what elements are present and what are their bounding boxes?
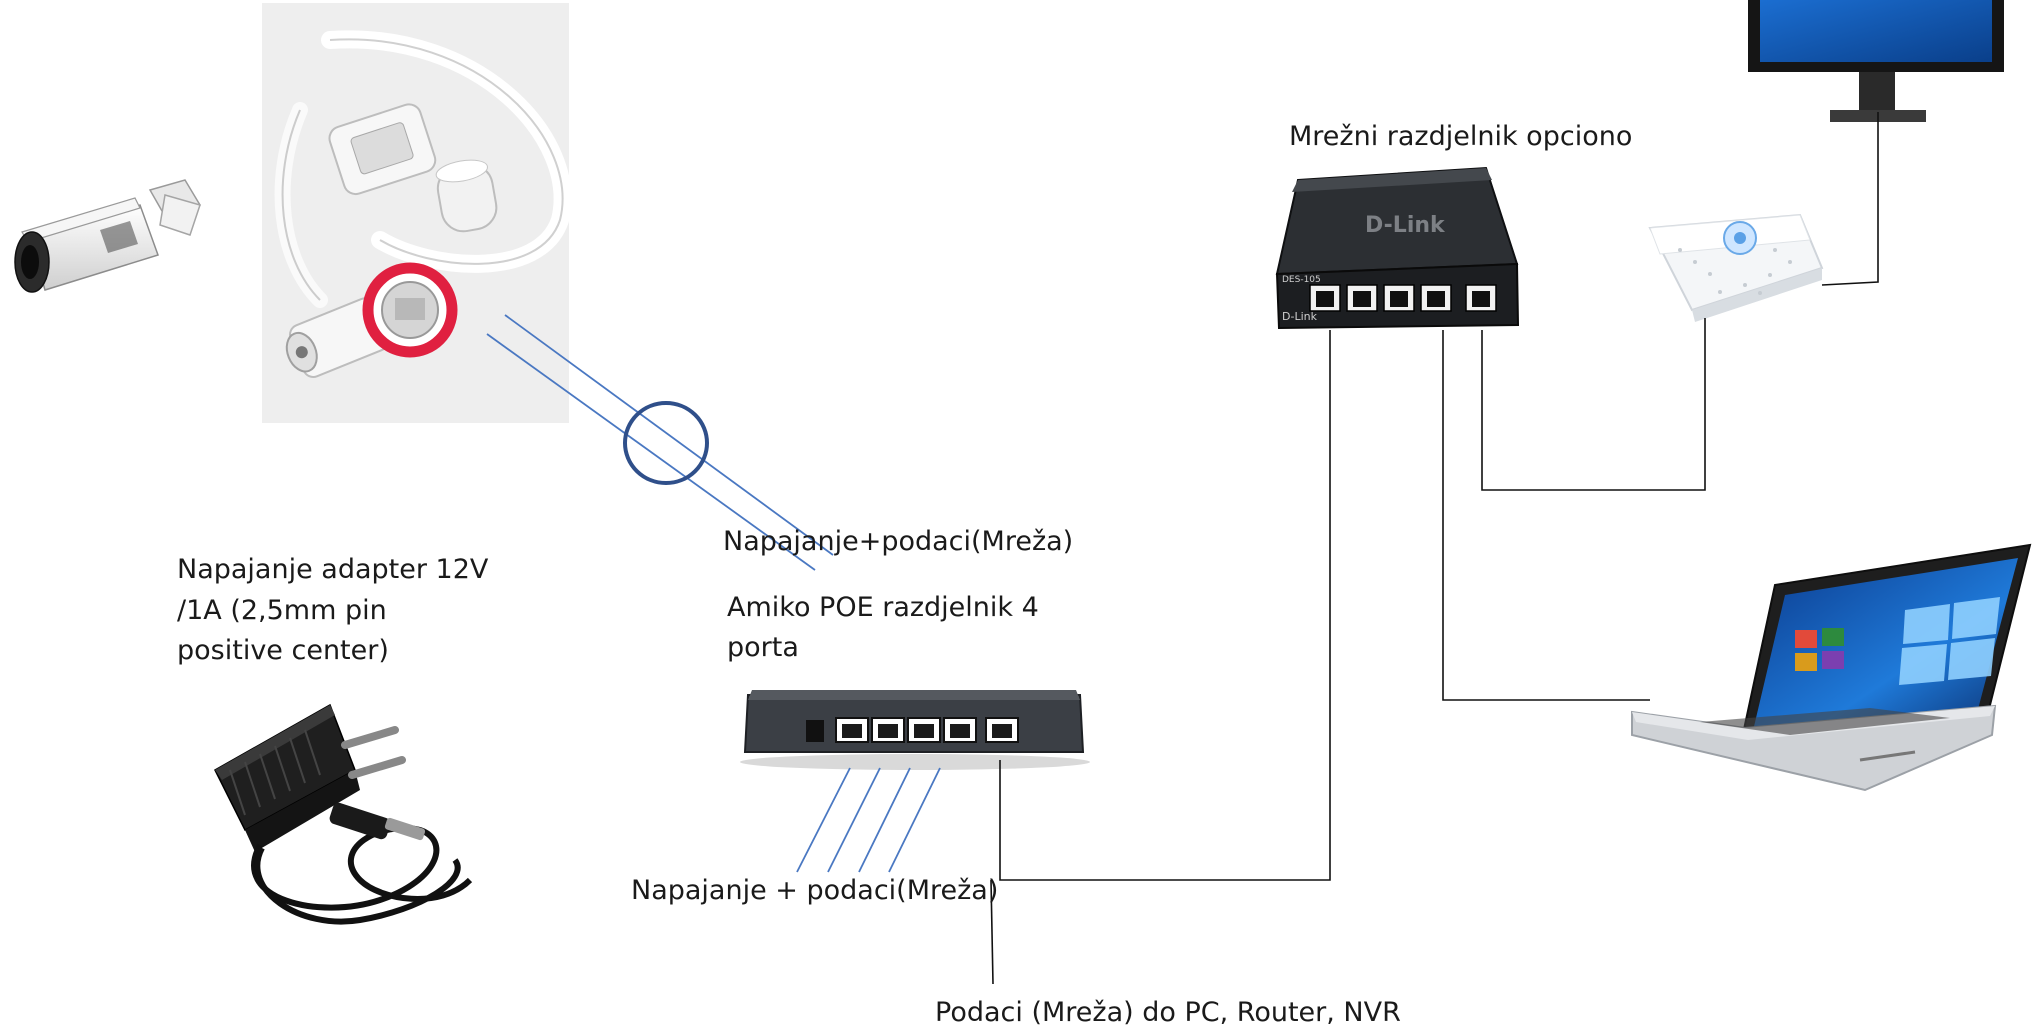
wifi-router-icon — [1648, 213, 1824, 322]
network-wires — [990, 112, 1879, 985]
adapter-label-line2: /1A (2,5mm pin — [177, 595, 387, 626]
power-adapter-icon — [214, 703, 473, 925]
adapter-label-line3: positive center) — [177, 635, 389, 666]
cable-line-2 — [486, 333, 816, 571]
poe-port-lines — [796, 767, 941, 873]
uplink-down-wire — [990, 879, 994, 985]
router-wire — [1481, 318, 1706, 491]
cable-power-data-label: Napajanje+podaci(Mreža) — [723, 526, 1074, 557]
poe-cable-photo — [262, 3, 572, 423]
laptop-wire — [1442, 330, 1650, 701]
monitor-wire — [1821, 112, 1879, 286]
uplink-label: Podaci (Mreža) do PC, Router, NVR — [935, 997, 1401, 1028]
connection-highlight-circle — [623, 401, 709, 485]
adapter-label-line1: Napajanje adapter 12V — [177, 554, 489, 585]
poe-switch-label-line2: porta — [727, 632, 799, 663]
cable-line-1 — [504, 314, 834, 556]
poe-switch-label-line1: Amiko POE razdjelnik 4 — [727, 592, 1039, 623]
switch-brand-front: D-Link — [1282, 310, 1318, 323]
network-switch-label: Mrežni razdjelnik opciono — [1289, 121, 1633, 152]
monitor-icon — [1748, 0, 2004, 122]
security-camera-icon — [14, 179, 202, 293]
switch-model: DES-105 — [1282, 275, 1321, 285]
switch-brand-top: D-Link — [1365, 213, 1446, 238]
laptop-icon — [1631, 543, 2032, 792]
uplink-wire — [999, 330, 1331, 881]
network-switch-icon: D-Link DES-105 D-Link — [1275, 166, 1520, 330]
poe-switch-icon — [740, 690, 1090, 770]
poe-ports-label: Napajanje + podaci(Mreža) — [631, 875, 999, 906]
